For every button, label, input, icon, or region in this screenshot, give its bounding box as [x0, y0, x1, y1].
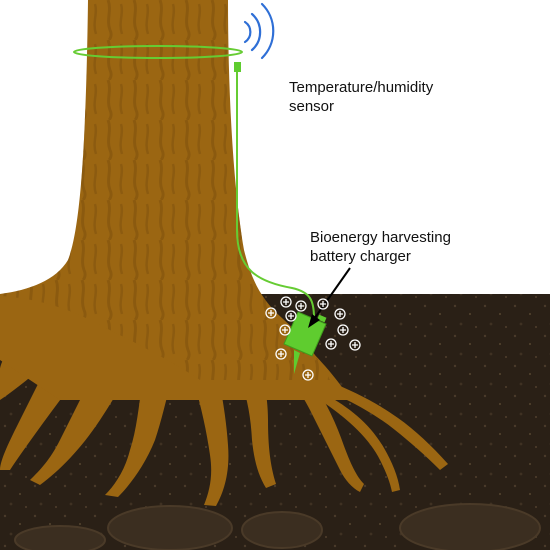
positive-ion-icon	[280, 296, 292, 308]
positive-ion-icon	[295, 300, 307, 312]
positive-ion-icon	[317, 298, 329, 310]
sensor-label-line1: Temperature/humidity	[289, 79, 434, 96]
positive-ion-icon	[275, 348, 287, 360]
positive-ions	[265, 296, 361, 381]
positive-ion-icon	[302, 369, 314, 381]
temperature-humidity-sensor	[234, 62, 241, 72]
sensor-band	[73, 45, 243, 59]
positive-ion-icon	[265, 307, 277, 319]
positive-ion-icon	[285, 310, 297, 322]
sensor-label: Temperature/humidity sensor	[289, 78, 433, 116]
sensor-wire	[236, 72, 315, 319]
wireless-signal-icon	[243, 2, 275, 60]
charger-label-line1: Bioenergy harvesting	[310, 229, 451, 246]
sensor-label-line2: sensor	[289, 98, 335, 115]
positive-ion-icon	[334, 308, 346, 320]
positive-ion-icon	[337, 324, 349, 336]
charger-label-line2: battery charger	[310, 248, 411, 265]
bark-texture	[0, 0, 330, 380]
positive-ion-icon	[325, 338, 337, 350]
underground-rocks	[14, 503, 541, 550]
positive-ion-icon	[349, 339, 361, 351]
charger-label: Bioenergy harvesting battery charger	[310, 228, 451, 266]
pointer-arrow-icon	[308, 267, 351, 328]
positive-ion-icon	[279, 324, 291, 336]
